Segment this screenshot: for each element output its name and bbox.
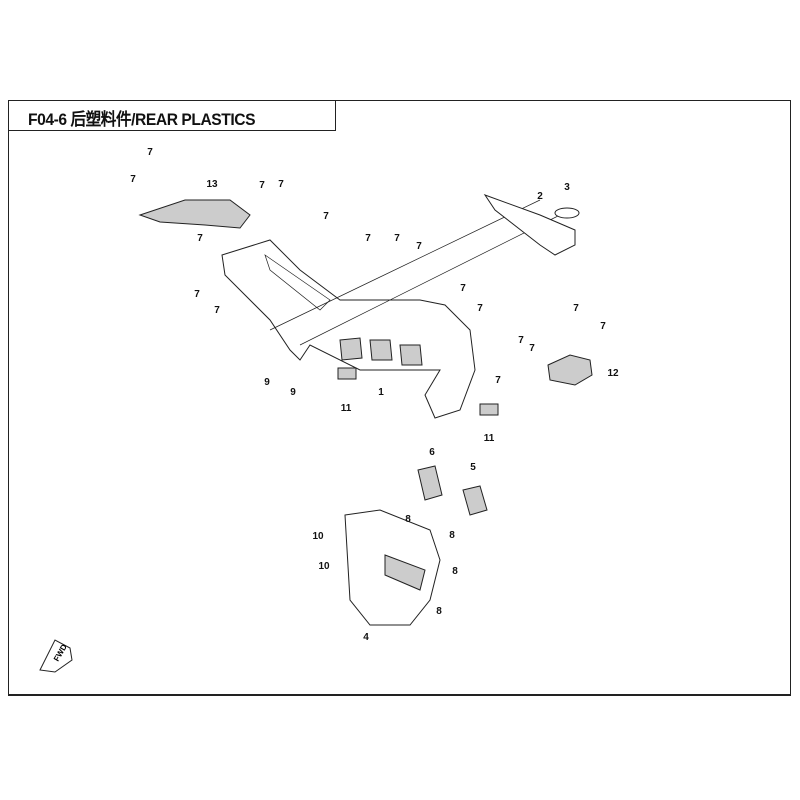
fwd-arrow-icon: FWD bbox=[39, 639, 73, 673]
callout-label: 12 bbox=[607, 368, 619, 379]
callout-label: 2 bbox=[537, 191, 543, 202]
callout-label: 9 bbox=[290, 387, 296, 398]
callout-label: 7 bbox=[147, 147, 153, 158]
callout-label: 8 bbox=[405, 514, 411, 525]
page-title: F04-6 后塑料件/REAR PLASTICS bbox=[28, 110, 256, 129]
callout-label: 11 bbox=[341, 403, 352, 414]
part-2-rear-rail bbox=[269, 194, 576, 346]
callout-label: 5 bbox=[470, 462, 476, 473]
title-box bbox=[8, 100, 336, 131]
callout-label: 8 bbox=[436, 606, 442, 617]
callout-label: 7 bbox=[529, 343, 535, 354]
callout-label: 7 bbox=[394, 233, 400, 244]
callout-label: 10 bbox=[318, 561, 330, 572]
callout-label: 7 bbox=[323, 211, 329, 222]
callout-label: 3 bbox=[564, 182, 570, 193]
diagram-frame bbox=[8, 100, 791, 696]
callout-label: 7 bbox=[518, 335, 524, 346]
callout-label: 1 bbox=[378, 387, 384, 398]
callout-label: 8 bbox=[449, 530, 455, 541]
part-1-rear-fender bbox=[221, 239, 476, 419]
part-13-bracket bbox=[138, 199, 251, 229]
part-11-pad bbox=[479, 403, 499, 416]
part-3-seal bbox=[554, 207, 580, 219]
callout-label: 7 bbox=[214, 305, 220, 316]
callout-label: 4 bbox=[363, 632, 369, 643]
callout-label: 7 bbox=[573, 303, 579, 314]
callout-label: 7 bbox=[197, 233, 203, 244]
callout-label: 7 bbox=[194, 289, 200, 300]
callout-label: 7 bbox=[130, 174, 136, 185]
callout-label: 13 bbox=[206, 179, 218, 190]
part-6-bracket bbox=[417, 465, 443, 501]
callout-label: 9 bbox=[264, 377, 270, 388]
part-4-panel bbox=[344, 509, 441, 626]
callout-label: 7 bbox=[600, 321, 606, 332]
callout-label: 7 bbox=[278, 179, 284, 190]
callout-label: 6 bbox=[429, 447, 435, 458]
part-12-cover bbox=[547, 354, 593, 386]
callout-label: 8 bbox=[452, 566, 458, 577]
callout-label: 7 bbox=[365, 233, 371, 244]
callout-label: 7 bbox=[460, 283, 466, 294]
callout-label: 7 bbox=[259, 180, 265, 191]
part-11-pad bbox=[337, 367, 357, 380]
callout-label: 7 bbox=[495, 375, 501, 386]
callout-label: 7 bbox=[477, 303, 483, 314]
callout-label: 10 bbox=[312, 531, 324, 542]
callout-label: 11 bbox=[484, 433, 495, 444]
callout-label: 7 bbox=[416, 241, 422, 252]
part-5-bracket bbox=[462, 485, 488, 516]
